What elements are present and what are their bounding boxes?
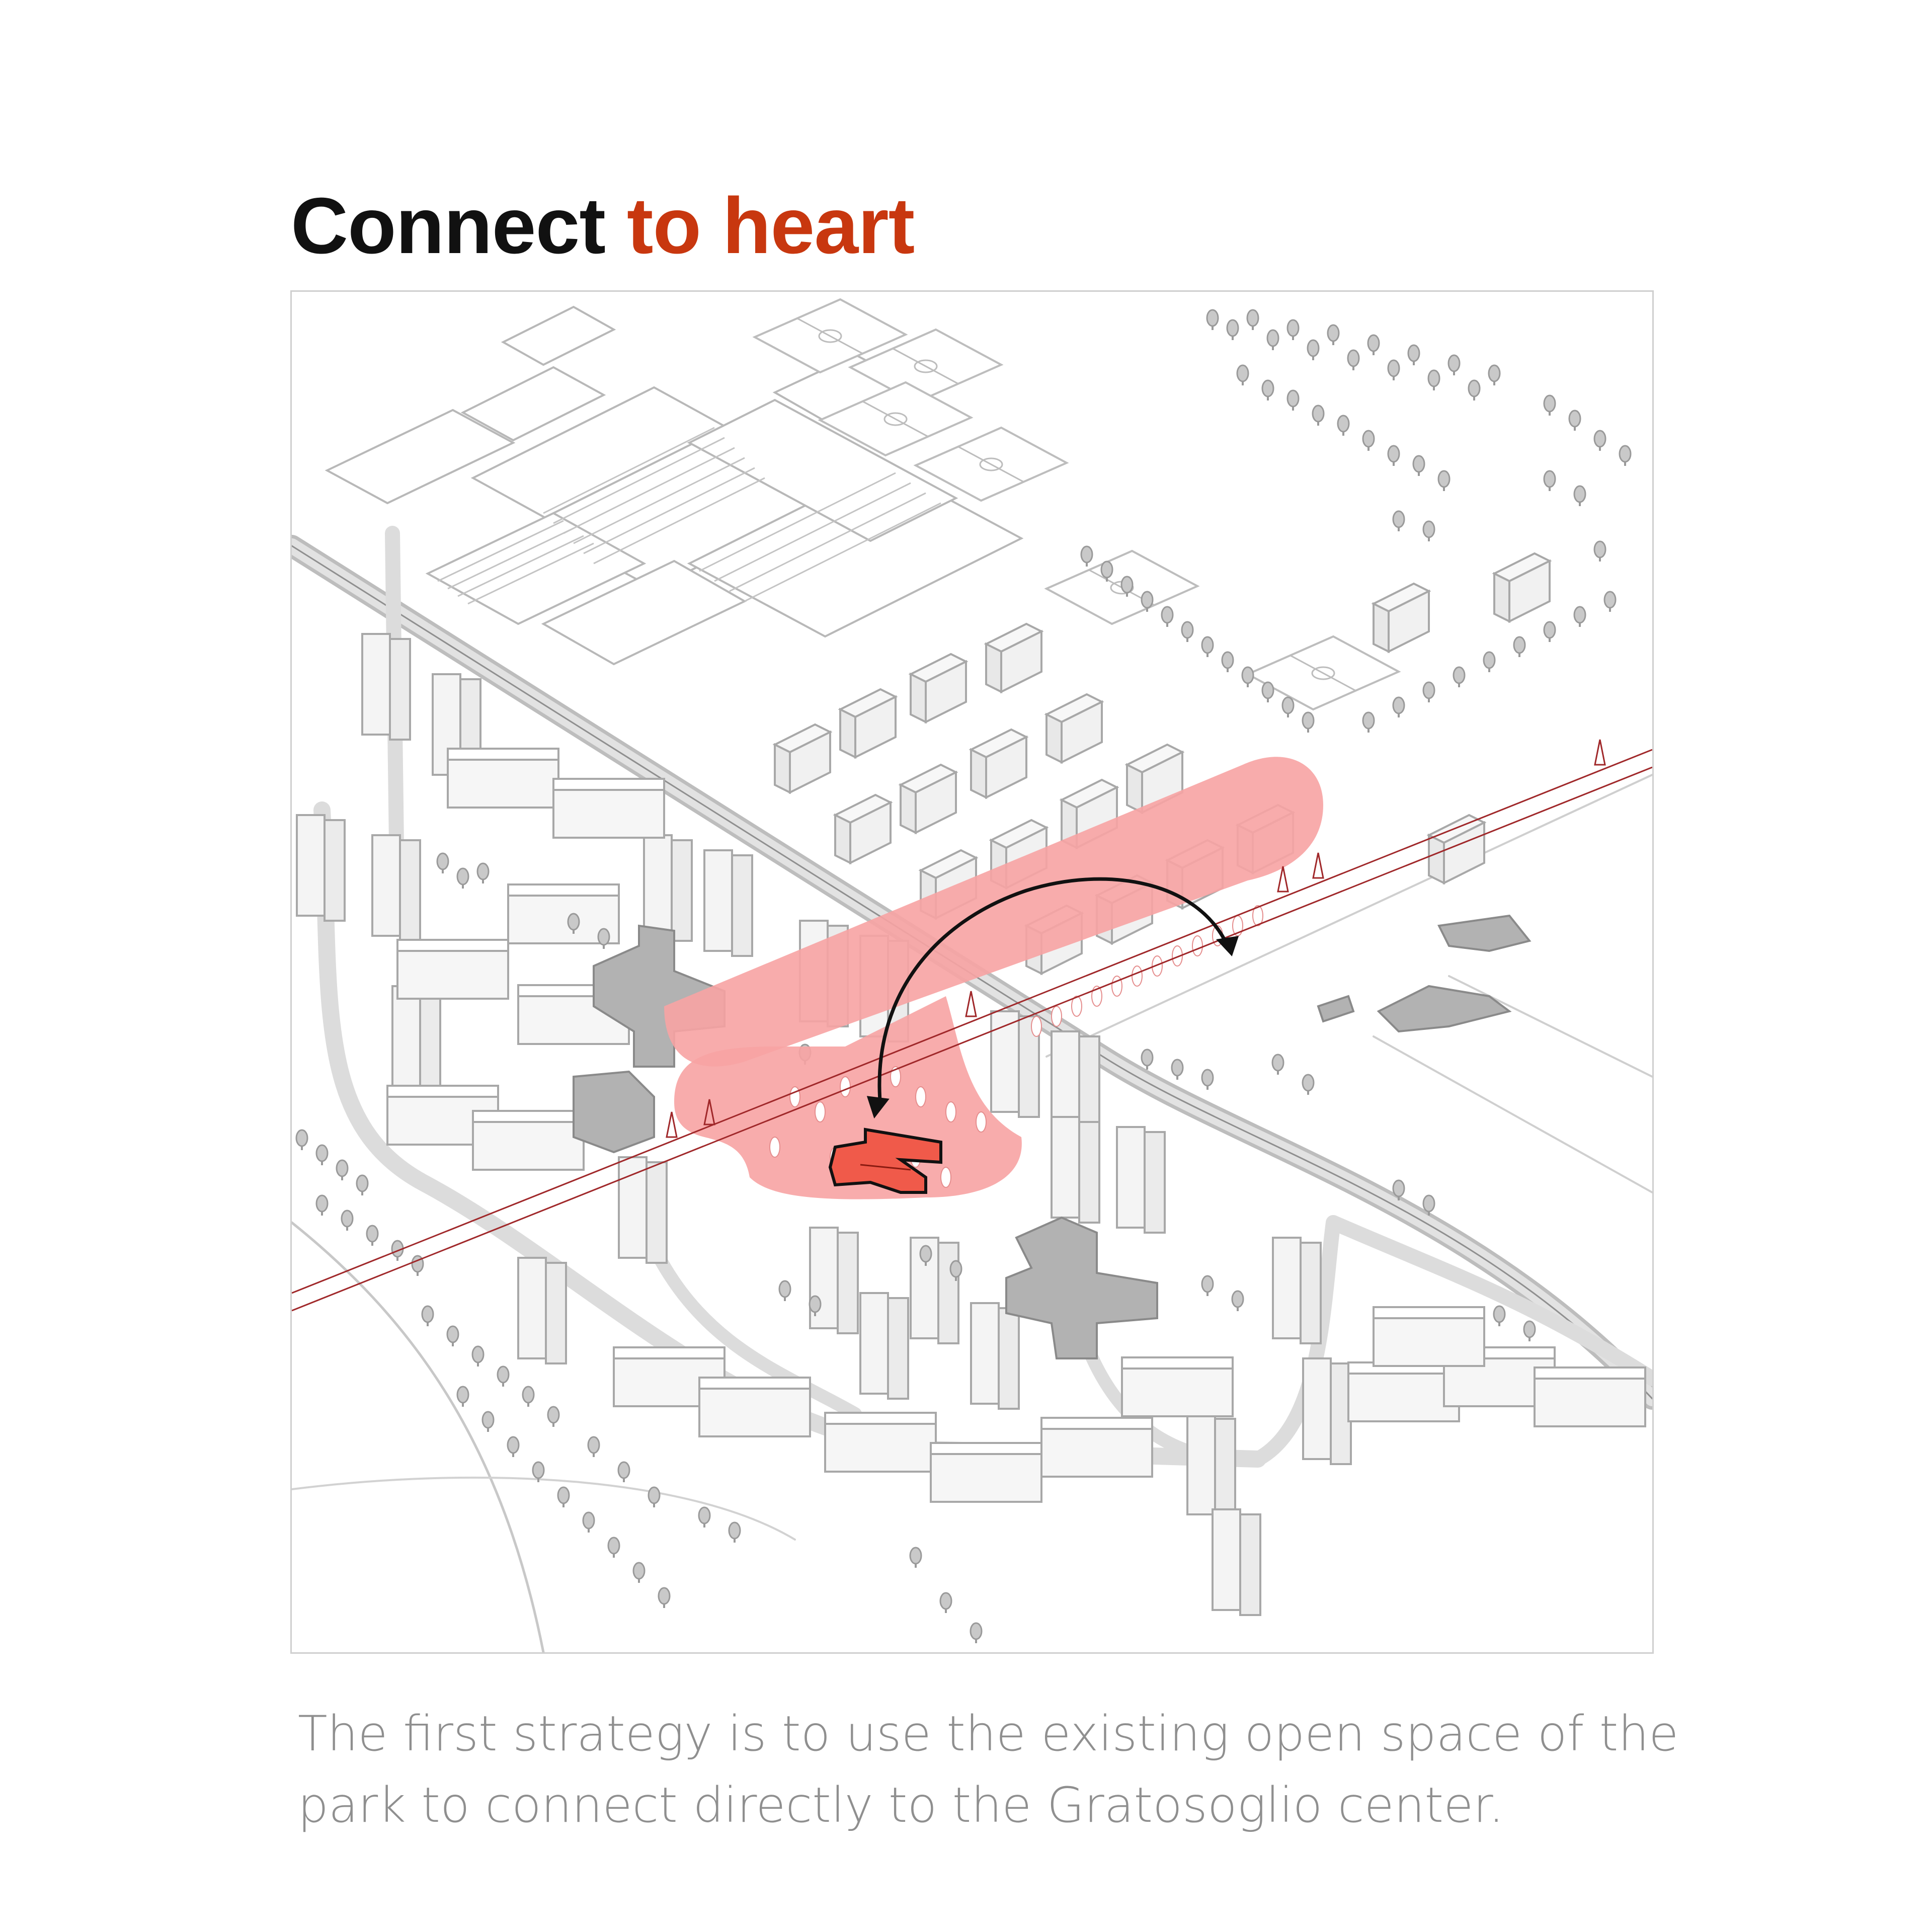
axonometric-site-map bbox=[290, 290, 1654, 1654]
power-lines bbox=[292, 749, 1652, 1312]
connection-arrow bbox=[866, 877, 1239, 1119]
caption-line-2: park to connect directly to the Gratosog… bbox=[298, 1777, 1504, 1833]
shed-stripes bbox=[437, 427, 941, 605]
caption-line-1: The first strategy is to use the existin… bbox=[298, 1706, 1679, 1762]
map-drawing bbox=[292, 298, 1652, 1652]
page-title: Connect to heart bbox=[291, 186, 915, 266]
pylons bbox=[666, 739, 1606, 1138]
caption-text: The first strategy is to use the existin… bbox=[298, 1698, 1679, 1841]
title-part-to-heart: to heart bbox=[626, 182, 915, 270]
gratosoglio-center-building bbox=[828, 1128, 942, 1194]
title-part-connect: Connect bbox=[291, 182, 627, 270]
institutional-buildings bbox=[573, 914, 1532, 1359]
northern-park-zone bbox=[664, 757, 1323, 1067]
